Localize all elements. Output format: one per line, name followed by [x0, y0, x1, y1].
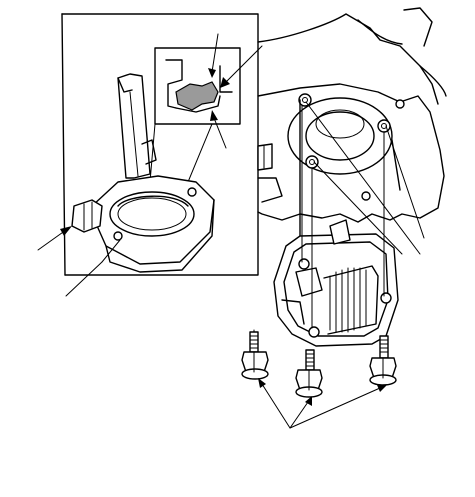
oil-sump — [273, 219, 399, 347]
bolt-right — [369, 335, 397, 386]
o-ring-callout — [65, 239, 121, 297]
engine-housing — [257, 7, 447, 241]
sump-fins — [323, 265, 379, 335]
bolt-left — [241, 329, 269, 380]
sensor-connector-callout — [37, 226, 72, 251]
bolt-middle — [295, 349, 323, 398]
detail-highlight — [175, 81, 219, 111]
mounting-bolts-callout — [258, 378, 388, 429]
alignment-lines — [301, 105, 385, 329]
sump-bosses-callout — [305, 101, 425, 255]
oil-level-sensor — [71, 73, 215, 273]
detail-box — [149, 33, 263, 183]
